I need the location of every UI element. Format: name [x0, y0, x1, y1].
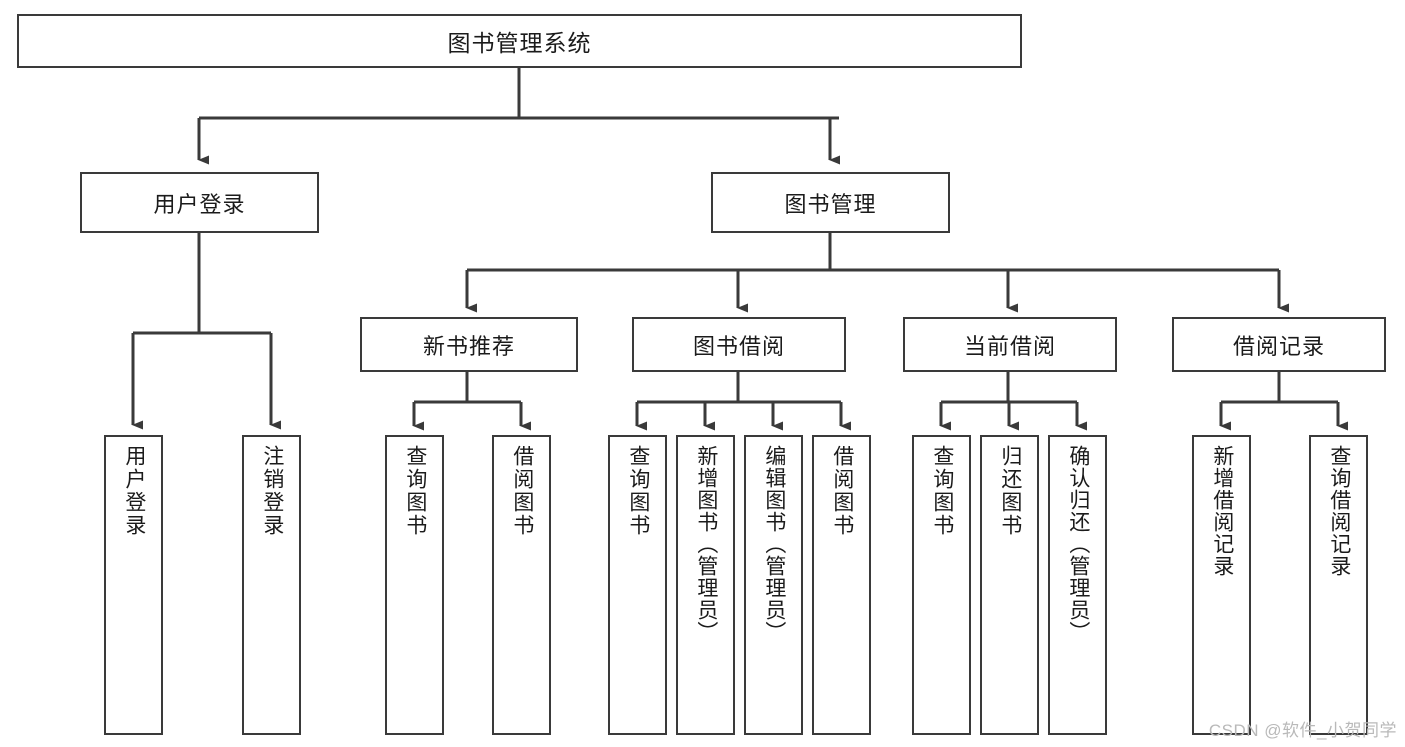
leaf-book-borrow-add-book-admin[interactable]: 新增图书（管理员）	[676, 435, 735, 735]
node-root-book-management-system[interactable]: 图书管理系统	[17, 14, 1022, 68]
node-borrow-record[interactable]: 借阅记录	[1172, 317, 1386, 372]
node-new-book-recommend[interactable]: 新书推荐	[360, 317, 578, 372]
node-book-borrow-label: 图书借阅	[692, 333, 785, 359]
leaf-book-borrow-query-book[interactable]: 查询图书	[608, 435, 667, 735]
leaf-label: 借阅图书	[510, 445, 534, 537]
node-current-borrow-label: 当前借阅	[963, 333, 1056, 359]
leaf-current-borrow-query-book[interactable]: 查询图书	[912, 435, 971, 735]
leaf-label: 确认归还（管理员）	[1066, 445, 1090, 643]
node-book-management[interactable]: 图书管理	[711, 172, 950, 233]
leaf-borrow-record-add-record[interactable]: 新增借阅记录	[1192, 435, 1251, 735]
csdn-watermark: CSDN @软件_小贺同学	[1208, 721, 1397, 740]
leaf-current-borrow-confirm-return-admin[interactable]: 确认归还（管理员）	[1048, 435, 1107, 735]
leaf-label: 注销登录	[260, 445, 284, 537]
leaf-current-borrow-return-book[interactable]: 归还图书	[980, 435, 1039, 735]
node-current-borrow[interactable]: 当前借阅	[903, 317, 1117, 372]
leaf-label: 查询图书	[626, 445, 650, 537]
leaf-book-borrow-edit-book-admin[interactable]: 编辑图书（管理员）	[744, 435, 803, 735]
leaf-new-book-query-book[interactable]: 查询图书	[385, 435, 444, 735]
leaf-new-book-borrow-book[interactable]: 借阅图书	[492, 435, 551, 735]
leaf-label: 借阅图书	[830, 445, 854, 537]
leaf-book-borrow-borrow-book[interactable]: 借阅图书	[812, 435, 871, 735]
leaf-user-login-logout[interactable]: 注销登录	[242, 435, 301, 735]
node-book-borrow[interactable]: 图书借阅	[632, 317, 846, 372]
leaf-label: 新增图书（管理员）	[694, 445, 718, 643]
node-user-login[interactable]: 用户登录	[80, 172, 319, 233]
node-new-book-recommend-label: 新书推荐	[422, 333, 515, 359]
leaf-label: 用户登录	[122, 445, 146, 537]
leaf-label: 新增借阅记录	[1210, 445, 1234, 577]
leaf-label: 归还图书	[998, 445, 1022, 537]
leaf-label: 查询图书	[403, 445, 427, 537]
leaf-label: 编辑图书（管理员）	[762, 445, 786, 643]
leaf-label: 查询图书	[930, 445, 954, 537]
leaf-borrow-record-query-record[interactable]: 查询借阅记录	[1309, 435, 1368, 735]
node-book-management-label: 图书管理	[784, 191, 877, 217]
node-root-label: 图书管理系统	[447, 30, 592, 56]
node-borrow-record-label: 借阅记录	[1232, 333, 1325, 359]
leaf-label: 查询借阅记录	[1327, 445, 1351, 577]
leaf-user-login-login[interactable]: 用户登录	[104, 435, 163, 735]
node-user-login-label: 用户登录	[153, 191, 246, 217]
